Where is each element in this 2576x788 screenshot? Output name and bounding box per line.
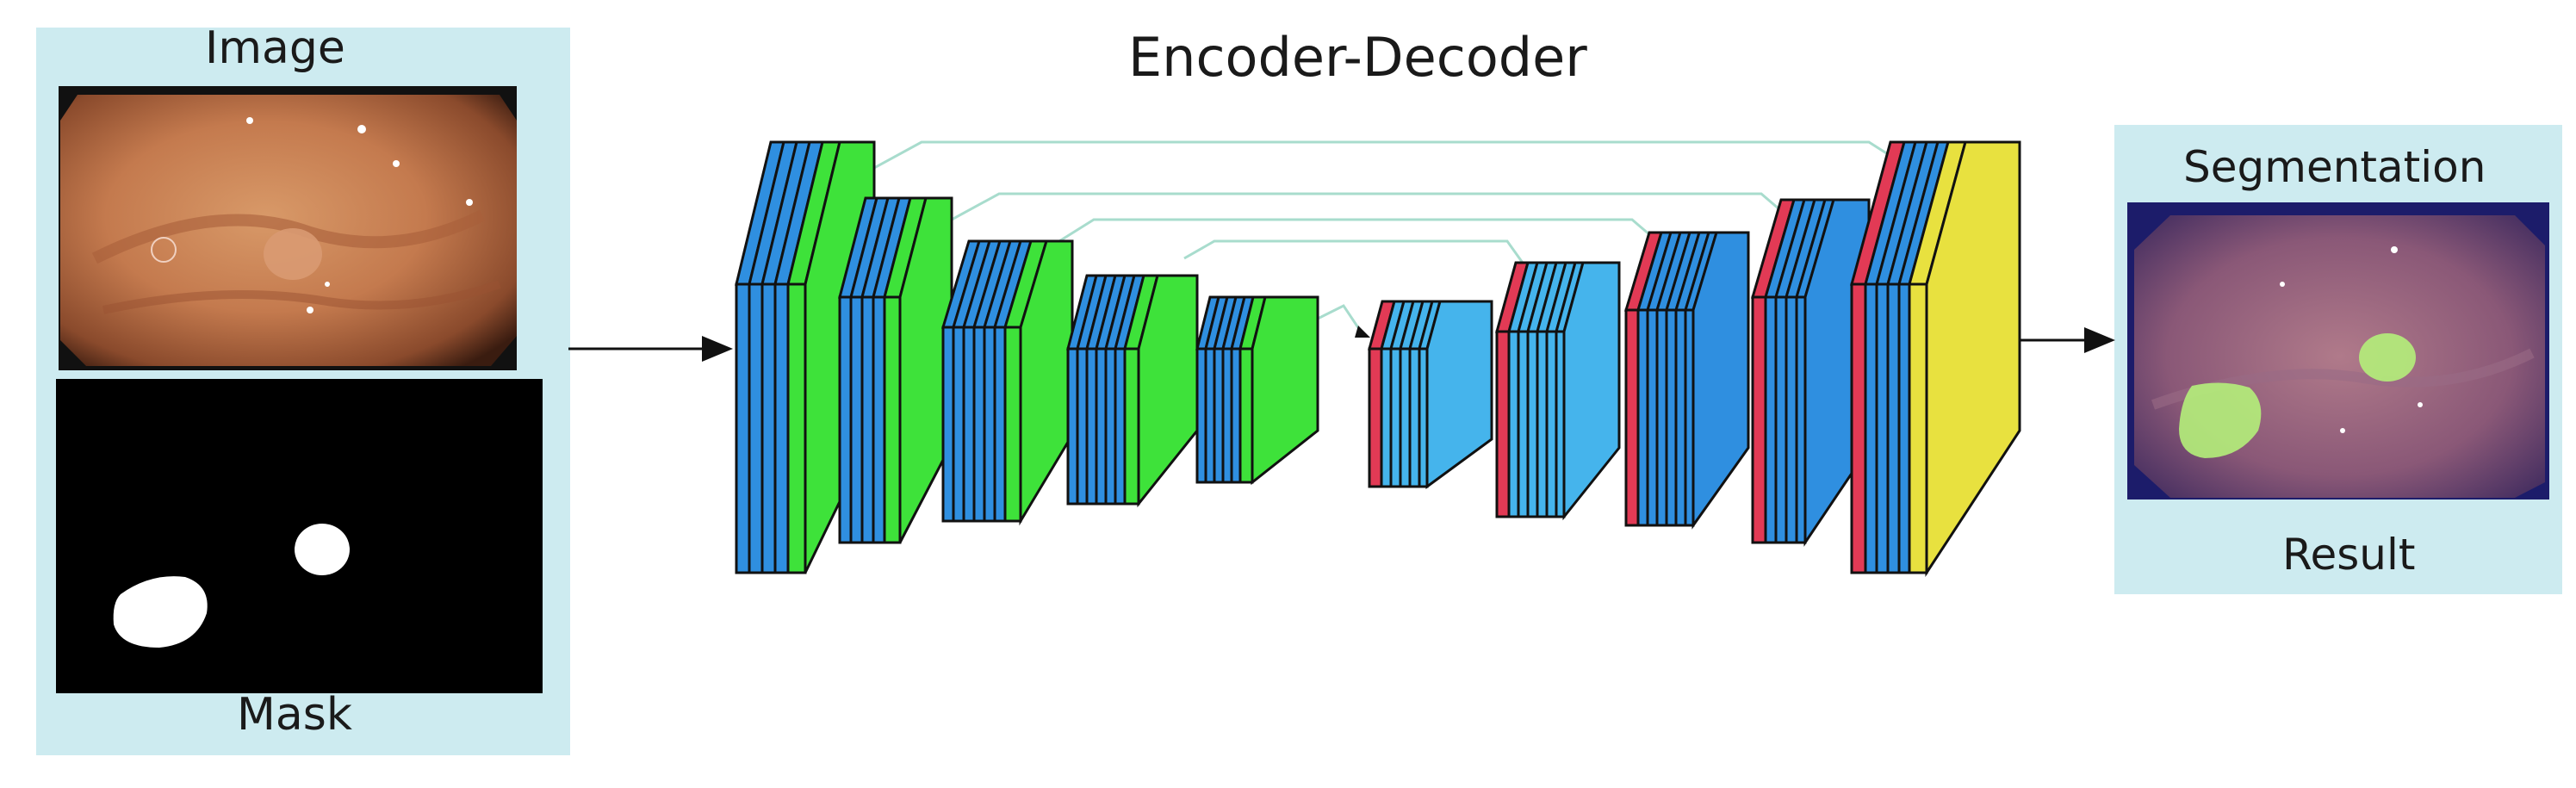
encoder-stage-3 [940, 239, 1074, 526]
segmentation-label: Segmentation [2183, 142, 2486, 192]
encoder-stage-2 [838, 196, 953, 544]
input-endoscopy-image [59, 86, 517, 370]
decoder-stage-1 [1368, 300, 1493, 489]
decoder-stage-2 [1495, 261, 1621, 521]
result-label: Result [2282, 530, 2416, 580]
decoder-stage-3 [1623, 231, 1750, 530]
ground-truth-mask [56, 379, 543, 693]
image-label: Image [205, 22, 345, 74]
segmentation-result-image [2127, 202, 2549, 499]
diagram-title: Encoder-Decoder [1128, 26, 1587, 89]
encoder-stage-5-bottleneck [1195, 295, 1319, 486]
mask-label: Mask [237, 689, 352, 741]
decoder-stage-5-output [1850, 140, 2021, 578]
encoder-stage-4 [1066, 274, 1199, 508]
